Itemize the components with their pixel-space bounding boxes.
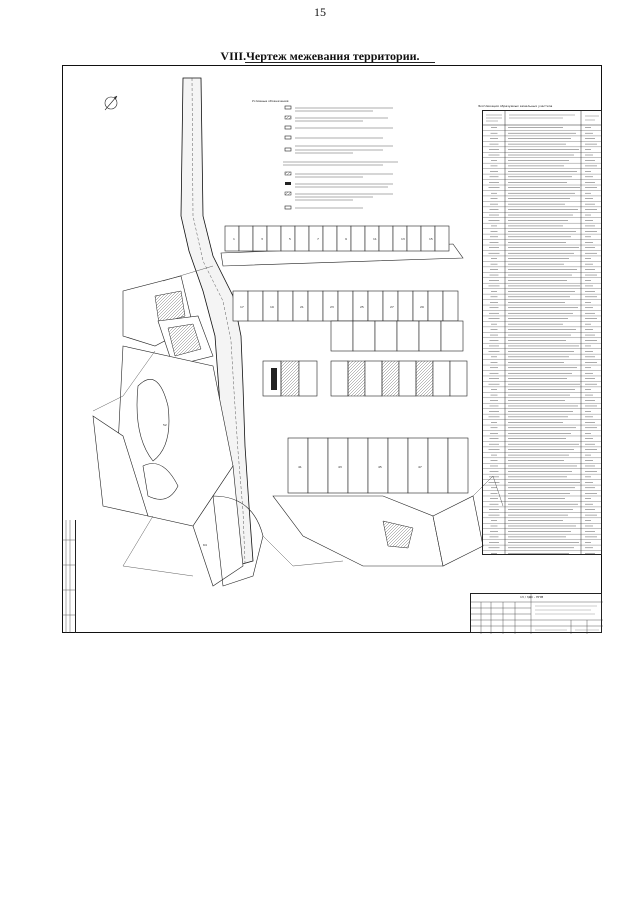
- title-underline: [245, 62, 435, 63]
- svg-text:64: 64: [203, 543, 207, 547]
- svg-text:9: 9: [345, 237, 347, 241]
- svg-text:21: 21: [300, 305, 304, 309]
- drawing-sheet: 1 3 5 7 9 11 13 15 17 19 21 23 25 27 29 …: [62, 65, 602, 633]
- explication-table: [482, 110, 602, 555]
- svg-text:25: 25: [360, 305, 364, 309]
- svg-text:29: 29: [420, 305, 424, 309]
- svg-text:45: 45: [378, 465, 382, 469]
- east-parcels: [212, 495, 484, 587]
- svg-text:47: 47: [418, 465, 422, 469]
- plot-labels: 1 3 5 7 9 11 13 15 17 19 21 23 25 27 29 …: [163, 237, 433, 547]
- plot-block-upper: [220, 225, 464, 267]
- svg-text:7: 7: [317, 237, 319, 241]
- svg-text:11: 11: [373, 237, 377, 241]
- svg-text:1: 1: [233, 237, 235, 241]
- svg-text:17: 17: [240, 305, 244, 309]
- svg-text:3: 3: [261, 237, 263, 241]
- document-title: VIII.Чертеж межевания территории.: [220, 49, 420, 63]
- svg-text:23: 23: [330, 305, 334, 309]
- explication-table-grid: [483, 111, 601, 554]
- plot-block-second: [232, 290, 459, 322]
- svg-text:27: 27: [390, 305, 394, 309]
- drawing-code: 13 / 3ДС - ППМ: [520, 595, 544, 599]
- west-parcels: [92, 275, 244, 587]
- svg-text:5: 5: [289, 237, 291, 241]
- legend-heading: Условные обозначения: [252, 99, 289, 103]
- page-number: 15: [314, 5, 326, 19]
- svg-text:13: 13: [401, 237, 405, 241]
- svg-text:52: 52: [163, 423, 167, 427]
- legend-block: [283, 105, 398, 210]
- plot-block-lower: [287, 437, 469, 494]
- svg-text:43: 43: [338, 465, 342, 469]
- main-road: [180, 77, 254, 567]
- survey-plan-drawing: 1 3 5 7 9 11 13 15 17 19 21 23 25 27 29 …: [92, 77, 504, 587]
- plot-block-third: [262, 320, 468, 397]
- survey-lines: [92, 265, 504, 577]
- svg-text:15: 15: [429, 237, 433, 241]
- north-arrow-icon: [104, 95, 118, 111]
- side-stamp-strip: [62, 520, 76, 633]
- explication-table-title: Экспликация образуемых земельных участко…: [478, 104, 553, 108]
- title-block-stamp: [470, 593, 603, 634]
- svg-text:19: 19: [270, 305, 274, 309]
- svg-text:41: 41: [298, 465, 302, 469]
